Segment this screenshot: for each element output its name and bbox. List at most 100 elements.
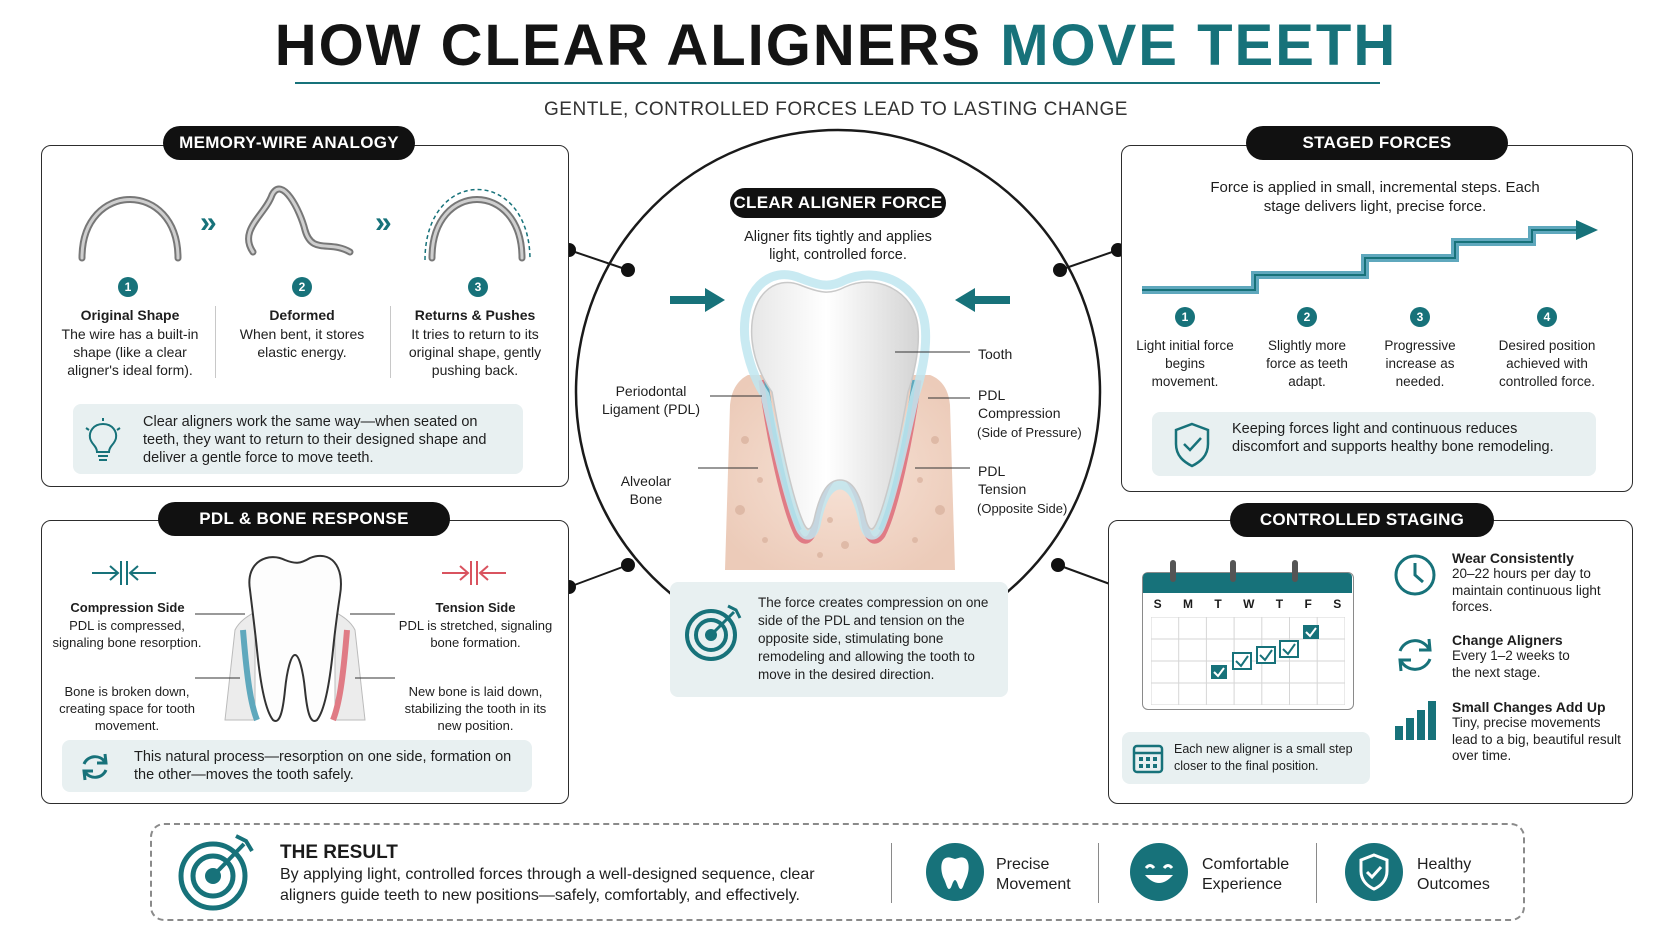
- tension-title: Tension Side: [435, 600, 516, 615]
- step-desc: Desired position achieved with controlle…: [1498, 338, 1596, 389]
- label-pdl: Periodontal Ligament (PDL): [601, 383, 701, 417]
- result-desc: By applying light, controlled forces thr…: [280, 866, 815, 904]
- staging-item-desc: Tiny, precise movements lead to a big, b…: [1452, 715, 1621, 763]
- step-number: 4: [1537, 307, 1557, 327]
- force-steps-line: [1142, 226, 1580, 294]
- step-desc: When bent, it stores elastic energy.: [239, 326, 365, 360]
- label-compression-sub: (Side of Pressure): [977, 425, 1082, 440]
- center-heading: CLEAR ALIGNER FORCE: [730, 188, 946, 218]
- weekday-label: F: [1304, 597, 1312, 611]
- weekday-label: T: [1275, 597, 1284, 611]
- step-number: 1: [1175, 307, 1195, 327]
- label-bone: Alveolar Bone: [620, 473, 672, 507]
- note-text: Keeping forces light and continuous redu…: [1232, 421, 1554, 455]
- target-shape-dashed: [424, 188, 531, 261]
- tooth-shape: [750, 281, 920, 530]
- center-note: The force creates compression on one sid…: [670, 582, 1008, 697]
- weekday-label: S: [1333, 597, 1342, 611]
- memory-wire-heading: MEMORY-WIRE ANALOGY: [163, 126, 415, 160]
- step-desc: Light initial force begins movement.: [1136, 338, 1234, 389]
- benefit-label-line: Movement: [996, 876, 1071, 893]
- divider: [1316, 843, 1317, 903]
- staging-item-title: Small Changes Add Up: [1452, 699, 1606, 715]
- compression-arrows-icon: [92, 561, 156, 585]
- weekday-label: T: [1214, 597, 1222, 611]
- note-text: This natural process—resorption on one s…: [134, 749, 512, 783]
- pdl-response-heading: PDL & BONE RESPONSE: [158, 502, 450, 536]
- label-compression: PDL Compression: [978, 387, 1061, 421]
- connector-line: [568, 564, 629, 588]
- result-heading: THE RESULT: [280, 842, 398, 863]
- benefit-icon-bg: [1130, 843, 1188, 901]
- step-number: 2: [292, 277, 312, 297]
- shield-check-icon: [1359, 853, 1389, 891]
- staged-forces-heading: STAGED FORCES: [1246, 126, 1508, 160]
- title-main: HOW CLEAR ALIGNERS: [274, 13, 983, 78]
- calendar-note: Each new aligner is a small step closer …: [1122, 732, 1370, 784]
- shield-check-icon: [1174, 422, 1210, 468]
- force-arrow-left: [705, 288, 725, 312]
- step-title: Original Shape: [80, 307, 180, 323]
- wire-original-shape: [78, 196, 182, 262]
- step-desc: The wire has a built-in shape (like a cl…: [61, 326, 199, 378]
- tooth-cross-section: [670, 270, 1010, 570]
- benefit-icon-bg: [1345, 843, 1403, 901]
- step-number: 3: [1410, 307, 1430, 327]
- target-icon: [685, 604, 742, 661]
- weekday-label: M: [1183, 597, 1194, 611]
- arrow-right-icon: [1576, 220, 1598, 240]
- aligner-shell: [739, 270, 931, 540]
- chevron-right-icon: »: [200, 206, 217, 239]
- staging-item-desc: Every 1–2 weeks to the next stage.: [1452, 648, 1570, 680]
- benefit-label: Precise Movement: [996, 855, 1071, 895]
- weekday-label: S: [1153, 597, 1162, 611]
- target-icon: [178, 834, 254, 911]
- compression-bone-desc: Bone is broken down, creating space for …: [59, 684, 195, 733]
- divider: [390, 306, 391, 378]
- step-desc: Slightly more force as teeth adapt.: [1266, 338, 1348, 389]
- step-number: 1: [118, 277, 138, 297]
- force-arrow-right: [955, 288, 975, 312]
- step-number: 2: [1297, 307, 1317, 327]
- label-tooth: Tooth: [978, 346, 1013, 362]
- staging-item-title: Change Aligners: [1452, 632, 1563, 648]
- staged-intro: Force is applied in small, incremental s…: [1210, 179, 1540, 215]
- wire-returned-shape: [428, 196, 526, 262]
- compression-desc: PDL is compressed, signaling bone resorp…: [52, 618, 202, 650]
- step-number: 3: [468, 277, 488, 297]
- step-desc: It tries to return to its original shape…: [408, 326, 542, 378]
- weekday-label: W: [1243, 597, 1255, 611]
- calendar-icon: S M T W T F S: [1142, 572, 1354, 710]
- connector-dot: [1053, 263, 1067, 277]
- wire-deformed: [245, 185, 354, 256]
- bar-chart-icon: [1395, 701, 1436, 740]
- check-icon: [1211, 625, 1319, 679]
- staircase-graph: [1142, 220, 1598, 294]
- center-intro: Aligner fits tightly and applies light, …: [744, 229, 932, 263]
- divider: [215, 306, 216, 378]
- benefit-label-line: Experience: [1202, 876, 1283, 893]
- connector-line: [1059, 249, 1119, 271]
- benefit-label-line: Healthy: [1417, 856, 1472, 873]
- pdl-tooth-illustration: [195, 554, 395, 722]
- calendar-grid: [1151, 617, 1345, 705]
- note-text: Clear aligners work the same way—when se…: [143, 414, 487, 466]
- divider: [1098, 843, 1099, 903]
- calendar-weekdays: S M T W T F S: [1143, 597, 1352, 611]
- calendar-header: [1143, 573, 1352, 593]
- label-tension-sub: (Opposite Side): [977, 501, 1068, 516]
- calendar-rings: [1170, 560, 1298, 582]
- page-title: HOW CLEAR ALIGNERS MOVE TEETH: [0, 12, 1672, 79]
- connector-line: [568, 249, 629, 271]
- wire-illustration: » »: [78, 185, 531, 262]
- benefit-label-line: Precise: [996, 856, 1050, 873]
- benefit-label: Healthy Outcomes: [1417, 855, 1490, 895]
- compression-title: Compression Side: [70, 600, 185, 615]
- step-title: Returns & Pushes: [414, 307, 536, 323]
- title-rule: [295, 82, 1380, 84]
- note-text: Each new aligner is a small step closer …: [1174, 742, 1353, 773]
- benefit-icon-bg: [926, 843, 984, 901]
- result-box: [150, 823, 1525, 921]
- step-desc: Progressive increase as needed.: [1384, 338, 1456, 389]
- refresh-icon: [1398, 638, 1432, 672]
